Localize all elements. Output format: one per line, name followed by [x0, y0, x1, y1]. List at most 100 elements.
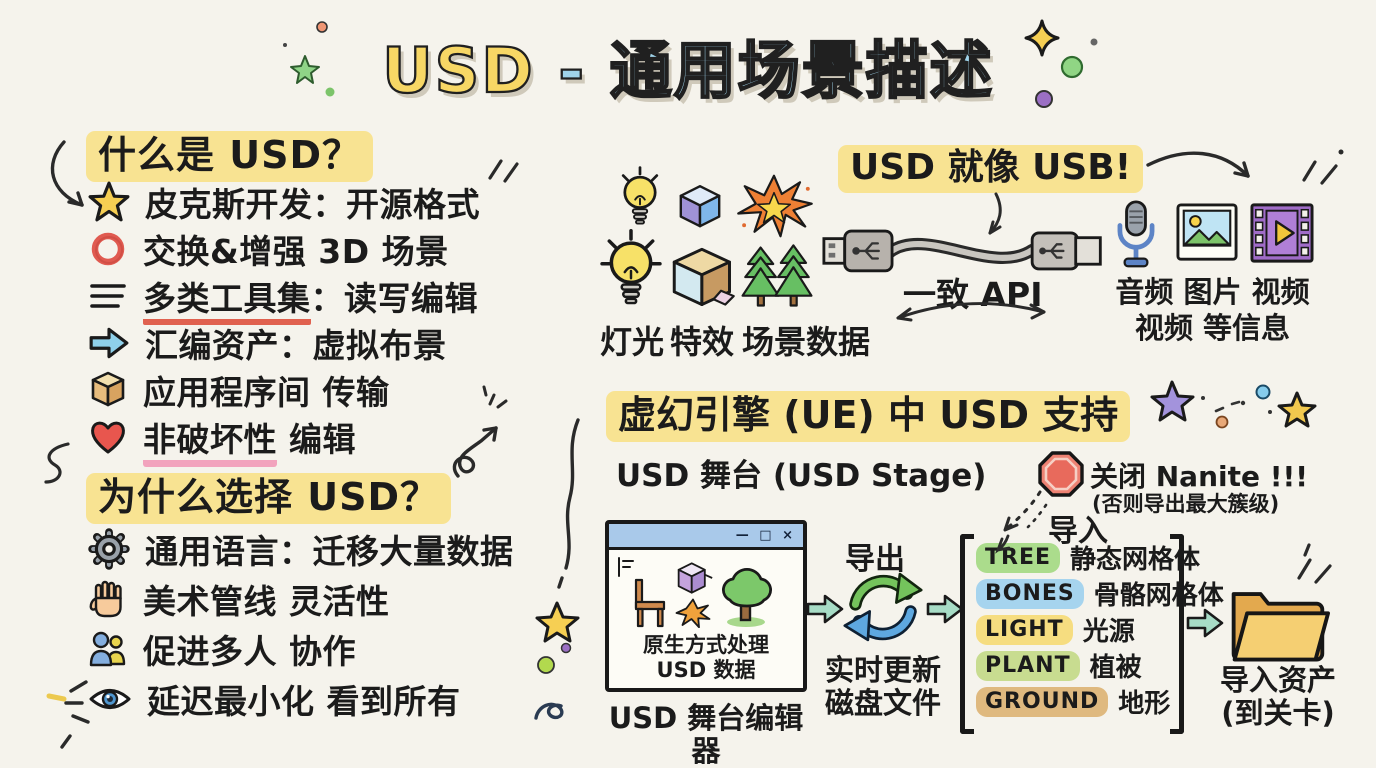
ring-icon — [91, 232, 125, 265]
title-dash: - — [557, 33, 587, 108]
asset-row: PLANT 植被 — [976, 650, 1224, 683]
ue-star-decor — [1150, 380, 1317, 429]
bracket-right — [1170, 534, 1184, 734]
box-icon — [91, 371, 125, 406]
list-item: 美术管线 灵活性 — [88, 574, 514, 624]
window-controls[interactable]: — □ × — [735, 528, 796, 543]
list-icon — [90, 283, 126, 308]
trees-icon — [741, 244, 813, 307]
dashed-arrow-doodle — [995, 490, 1048, 554]
asset-row: TREE 静态网格体 — [976, 542, 1224, 575]
stop-sign-icon — [1038, 451, 1084, 497]
outliner-icon — [618, 557, 634, 577]
nanite-warning-title: 关闭 Nanite !!! — [1090, 460, 1309, 493]
asset-tag: BONES — [976, 578, 1084, 609]
media-labels-line2: 视频 等信息 — [1134, 311, 1291, 345]
window-content: 原生方式处理 USD 数据 — [609, 550, 803, 692]
heart-icon — [91, 421, 125, 453]
usb-cable-icon — [822, 229, 1102, 273]
emphasis-marks — [1302, 149, 1344, 185]
underlined-text: 多类工具集 — [143, 278, 311, 325]
folder-icon — [1231, 592, 1330, 662]
media-labels-line1: 音频 图片 视频 — [1115, 275, 1310, 309]
asset-row: BONES 骨骼网格体 — [976, 578, 1224, 611]
list-item: 多类工具集：读写编辑 — [88, 272, 480, 325]
hand-icon — [89, 580, 122, 618]
list-item: 通用语言：迁移大量数据 — [88, 524, 514, 574]
asset-tag: GROUND — [976, 686, 1109, 717]
page-title: USD - 通用场景描述 — [0, 20, 1376, 110]
list-item: 皮克斯开发：开源格式 — [88, 178, 480, 225]
label-lights: 灯光 — [600, 323, 665, 361]
usd-stage-editor-window: — □ × 原生方式处理 USD 数据 — [605, 520, 807, 692]
asset-label: 静态网格体 — [1070, 545, 1201, 575]
what-section-list: 皮克斯开发：开源格式 交换&增强 3D 场景 多类工具集：读写编辑 汇编资产：虚… — [88, 178, 480, 467]
why-section-list: 通用语言：迁移大量数据 美术管线 灵活性 促进多人 协作 延迟最小化 看到所有 — [88, 524, 514, 724]
nanite-warning-subtitle: (否则导出最大簇级) — [1092, 492, 1280, 516]
list-item: 应用程序间 传输 — [88, 366, 480, 413]
underlined-text: 非破坏性 — [143, 419, 277, 467]
list-item: 非破坏性 编辑 — [88, 413, 480, 467]
usb-heading: USD 就像 USB! — [838, 138, 1144, 193]
flow-arrow-icon — [926, 594, 964, 624]
emphasis-marks — [488, 159, 519, 183]
lightbulb-icon — [600, 228, 662, 305]
asset-label: 骨骼网格体 — [1093, 581, 1224, 611]
list-item: 汇编资产：虚拟布景 — [88, 319, 480, 366]
bracket-left — [960, 534, 974, 734]
label-effects: 特效 — [670, 323, 735, 361]
box-3d-icon — [672, 247, 735, 307]
api-label: 一致 API — [903, 275, 1043, 314]
item-text: 皮克斯开发：开源格式 — [145, 184, 480, 224]
item-text: 汇编资产：虚拟布景 — [145, 325, 447, 365]
lightbulb-icon — [621, 166, 659, 225]
curl-doodle — [44, 442, 70, 484]
ue-heading: 虚幻引擎 (UE) 中 USD 支持 — [606, 384, 1131, 442]
folder-caption: 导入资产 (到关卡) — [1219, 663, 1336, 731]
asset-tag: LIGHT — [976, 614, 1073, 645]
eye-icon — [89, 689, 131, 709]
emphasis-marks — [46, 680, 90, 749]
editor-caption: USD 舞台编辑器 — [608, 701, 804, 768]
star-cluster-decor — [534, 601, 580, 720]
curved-arrow-doodle — [50, 140, 84, 207]
item-text: 应用程序间 传输 — [143, 372, 390, 412]
tree-icon — [721, 567, 773, 627]
asset-label: 地形 — [1118, 689, 1171, 719]
item-text: 促进多人 协作 — [143, 632, 356, 671]
list-item: 交换&增强 3D 场景 — [88, 225, 480, 272]
wavy-line-doodle — [557, 418, 580, 589]
microphone-icon — [1117, 200, 1155, 268]
cube-icon — [677, 562, 713, 594]
explosion-icon — [675, 598, 711, 628]
window-caption: 原生方式处理 USD 数据 — [643, 632, 769, 683]
asset-row: GROUND 地形 — [976, 686, 1224, 719]
curved-arrow-doodle — [1146, 151, 1250, 178]
label-scene-data: 场景数据 — [742, 323, 871, 361]
list-item: 促进多人 协作 — [88, 624, 514, 674]
title-usd: USD — [381, 33, 535, 108]
asset-row: LIGHT 光源 — [976, 614, 1224, 647]
item-text: 非破坏性 编辑 — [143, 413, 356, 467]
people-icon — [89, 631, 126, 667]
why-section-heading: 为什么选择 USD？ — [86, 466, 451, 524]
arrow-right-icon — [89, 327, 129, 358]
title-rest: 通用场景描述 — [609, 33, 994, 108]
flow-arrow-icon — [1186, 608, 1224, 638]
item-text: 美术管线 灵活性 — [143, 582, 390, 621]
film-icon — [1250, 203, 1314, 263]
usd-stage-label: USD 舞台 (USD Stage) — [616, 458, 987, 494]
asset-type-list: TREE 静态网格体 BONES 骨骼网格体 LIGHT 光源 PLANT 植被… — [976, 542, 1224, 723]
gear-icon — [88, 528, 130, 570]
item-text: 交换&增强 3D 场景 — [143, 231, 449, 271]
export-label: 导出 — [845, 542, 905, 577]
cube-icon — [679, 185, 721, 228]
what-section-heading: 什么是 USD？ — [86, 124, 373, 182]
item-text: 多类工具集：读写编辑 — [143, 272, 478, 325]
asset-tag: PLANT — [976, 650, 1080, 681]
item-text: 通用语言：迁移大量数据 — [145, 532, 514, 571]
item-text: 延迟最小化 看到所有 — [147, 682, 461, 721]
list-item: 延迟最小化 看到所有 — [88, 674, 514, 724]
import-label: 导入 — [1048, 514, 1108, 549]
